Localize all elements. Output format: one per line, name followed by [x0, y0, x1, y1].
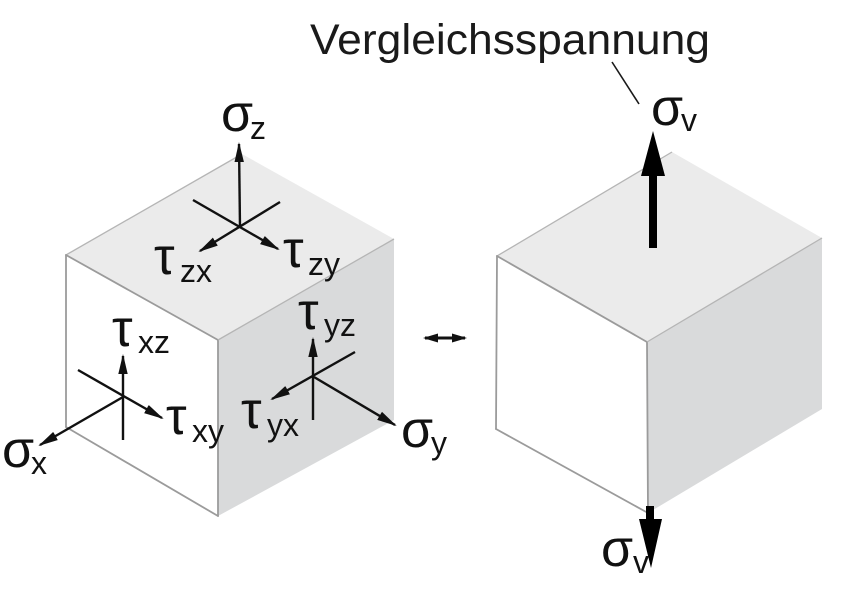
- label-tau-yz-subscript: yz: [324, 307, 356, 343]
- sigma-v-up-arrow: [641, 131, 665, 248]
- label-sigma-x-subscript: x: [31, 445, 47, 481]
- label-tau-zy-subscript: zy: [308, 246, 340, 282]
- right-cube-edge: [496, 255, 648, 343]
- tau-xy-arrow: [77, 368, 164, 420]
- label-tau-xz: τ: [112, 300, 133, 358]
- label-sigma-y-subscript: y: [431, 425, 447, 461]
- label-tau-yx: τ: [241, 382, 262, 440]
- right-cube-edge: [646, 237, 823, 343]
- label-tau-zx-subscript: zx: [180, 253, 212, 289]
- sigma-x-arrow: [38, 395, 124, 447]
- tau-yx-arrow: [270, 350, 356, 401]
- equivalent-stress-cube: σ v σ v: [495, 79, 823, 580]
- left-cube-top-face: [66, 154, 394, 340]
- title-leader-line: [611, 61, 640, 105]
- left-cube-edge: [65, 426, 219, 517]
- label-sigma-v-top: σ: [651, 79, 683, 137]
- label-sigma-y: σ: [401, 401, 433, 459]
- left-cube-edge: [65, 254, 219, 341]
- label-sigma-x: σ: [2, 421, 34, 479]
- right-cube-edge: [495, 255, 498, 430]
- left-cube-edge: [217, 238, 395, 341]
- right-cube-top-face: [497, 152, 822, 342]
- label-tau-zy: τ: [283, 221, 304, 279]
- label-tau-yx-subscript: yx: [267, 407, 299, 443]
- stress-state-cube: σ z τ zx τ zy τ xz τ xy σ x τ yz τ yx σ …: [2, 85, 447, 517]
- left-cube-front-face: [66, 255, 218, 516]
- label-sigma-z: σ: [221, 85, 253, 143]
- tau-zx-arrow: [198, 200, 281, 253]
- right-cube-edge: [495, 428, 649, 514]
- sigma-y-arrow: [313, 375, 397, 427]
- right-cube-side-face: [647, 238, 822, 513]
- left-cube-side-face: [218, 239, 394, 516]
- label-sigma-v-bottom: σ: [601, 520, 633, 578]
- label-sigma-z-subscript: z: [250, 110, 266, 146]
- label-sigma-v-bottom-subscript: v: [633, 544, 649, 580]
- label-tau-xy-subscript: xy: [192, 413, 224, 449]
- tau-zy-arrow: [192, 198, 280, 251]
- label-tau-zx: τ: [154, 228, 175, 286]
- right-cube-edge: [646, 341, 649, 514]
- sigma-v-down-arrow: [639, 506, 662, 568]
- diagram-title: Vergleichsspannung: [310, 16, 710, 64]
- label-tau-yz: τ: [298, 283, 319, 341]
- left-cube-edge: [65, 153, 243, 256]
- right-cube-front-face: [496, 256, 648, 513]
- sigma-z-arrow: [234, 142, 244, 229]
- label-tau-xy: τ: [166, 388, 187, 446]
- label-sigma-v-top-subscript: v: [681, 102, 697, 138]
- label-tau-xz-subscript: xz: [138, 324, 170, 360]
